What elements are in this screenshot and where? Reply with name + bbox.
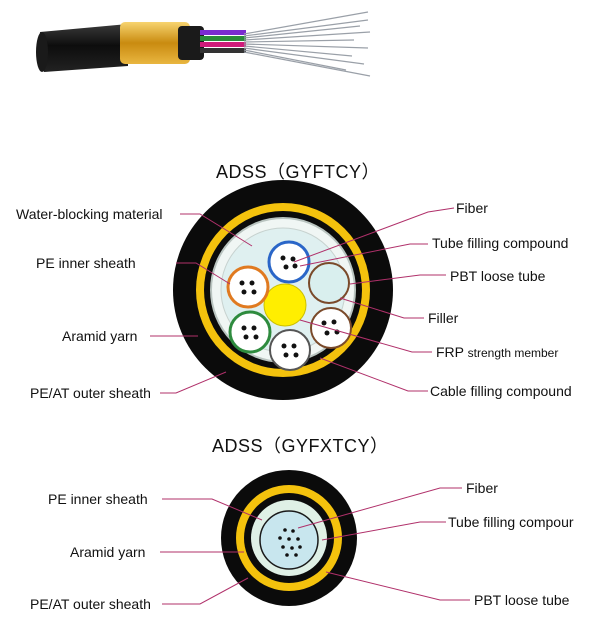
label2-pbt-loose-tube: PBT loose tube (474, 592, 570, 608)
label2-tube-filling: Tube filling compour (448, 514, 574, 530)
loose-tube-brown (310, 307, 352, 349)
leader-lines-1 (150, 207, 455, 394)
label-fiber: Fiber (456, 200, 488, 216)
label-water-blocking: Water-blocking material (16, 206, 163, 222)
label-frp-strength-member: FRP strength member (436, 344, 558, 361)
label-pe-inner-sheath: PE inner sheath (36, 255, 136, 271)
label-tube-filling-compound: Tube filling compound (432, 235, 569, 251)
label2-fiber: Fiber (466, 480, 498, 496)
label-aramid-yarn: Aramid yarn (62, 328, 138, 344)
label-strength-member: strength member (467, 346, 559, 360)
leader-lines-2 (160, 487, 470, 605)
label2-aramid-yarn: Aramid yarn (70, 544, 146, 560)
cross-section-gyfxtcy (221, 470, 357, 606)
label-filler: Filler (428, 310, 459, 326)
loose-tube-orange (226, 265, 270, 309)
cable-photo (36, 11, 371, 77)
diagram-title-gyfxtcy: ADSS（GYFXTCY） (212, 436, 389, 456)
loose-tube-green (228, 310, 272, 354)
diagram-title-gyftcy: ADSS（GYFTCY） (216, 162, 381, 182)
label-frp: FRP (436, 344, 464, 360)
label-pe-at-outer-sheath: PE/AT outer sheath (30, 385, 151, 401)
loose-tube-dark (269, 329, 311, 371)
label2-pe-inner-sheath: PE inner sheath (48, 491, 148, 507)
label-pbt-loose-tube: PBT loose tube (450, 268, 546, 284)
cross-section-gyftcy (173, 180, 393, 400)
label-cable-filling-compound: Cable filling compound (430, 383, 572, 399)
loose-tube-blue (267, 240, 311, 284)
label2-pe-at-outer-sheath: PE/AT outer sheath (30, 596, 151, 612)
loose-tube-filler (308, 262, 350, 304)
